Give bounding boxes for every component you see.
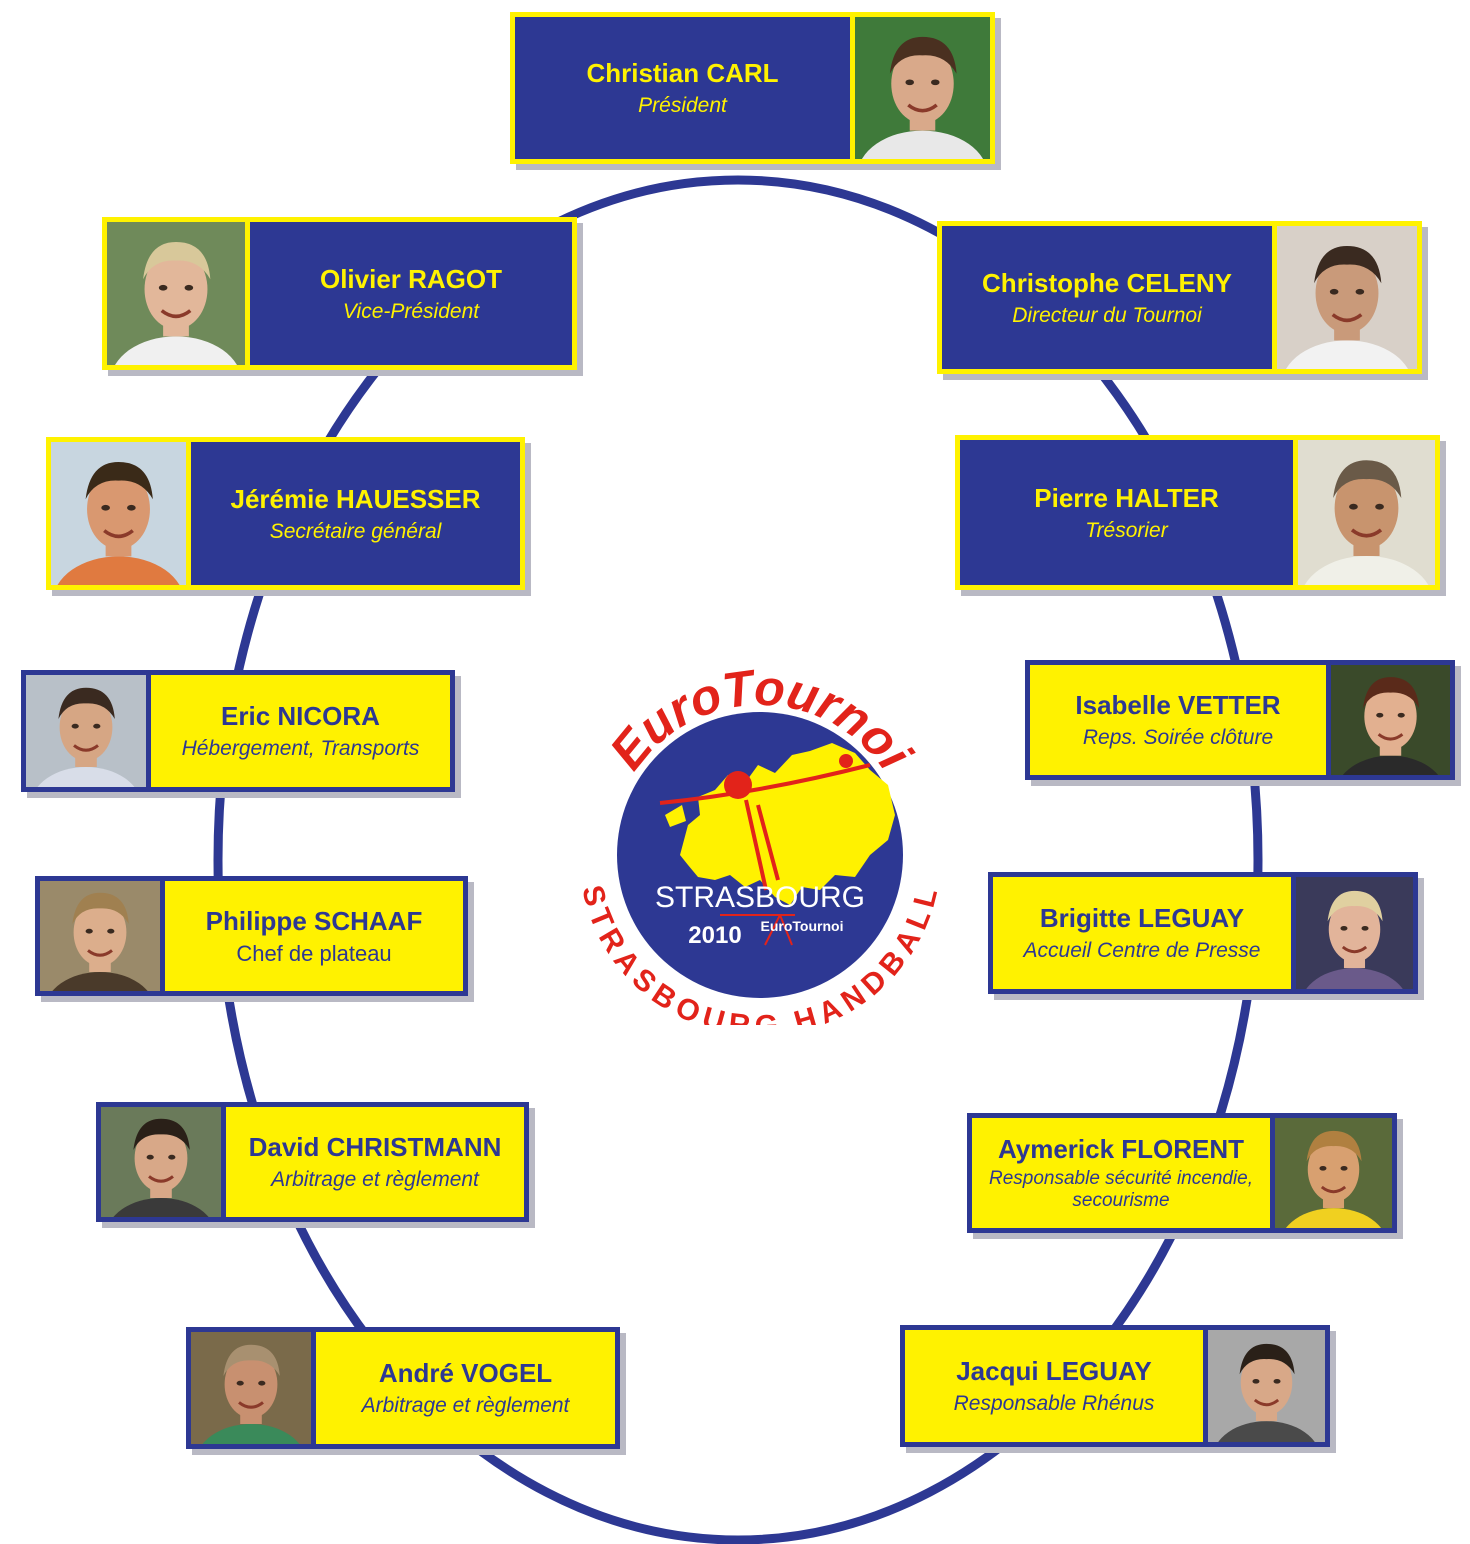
small-ball-icon <box>839 754 853 768</box>
member-card-eric-nicora: Eric NICORA Hébergement, Transports <box>21 670 455 792</box>
member-photo <box>1270 1118 1392 1228</box>
member-card-andre-vogel: André VOGEL Arbitrage et règlement <box>186 1327 620 1449</box>
member-photo <box>1291 877 1413 989</box>
member-role: Responsable Rhénus <box>953 1392 1155 1415</box>
member-role: Vice-Président <box>342 299 480 323</box>
member-name: Pierre HALTER <box>1034 482 1219 513</box>
handball-icon <box>724 771 752 799</box>
member-role: Directeur du Tournoi <box>1012 303 1202 327</box>
member-photo <box>850 17 990 159</box>
member-photo <box>1203 1330 1325 1442</box>
member-role: Arbitrage et règlement <box>271 1168 479 1191</box>
member-card-olivier-ragot: Olivier RAGOT Vice-Président <box>102 217 577 370</box>
logo-city: STRASBOURG <box>655 881 865 914</box>
member-photo <box>40 881 165 991</box>
logo-year: 2010 <box>688 922 741 949</box>
member-name: Olivier RAGOT <box>319 263 503 294</box>
member-name: André VOGEL <box>378 1358 553 1388</box>
member-role: Accueil Centre de Presse <box>1023 939 1261 962</box>
member-role: Responsable sécurité incendie, secourism… <box>988 1168 1254 1211</box>
member-name: Brigitte LEGUAY <box>1039 903 1245 933</box>
member-role: Reps. Soirée clôture <box>1082 726 1274 749</box>
ball-trajectory <box>659 763 871 805</box>
member-photo <box>1272 226 1417 369</box>
member-card-brigitte-leguay: Brigitte LEGUAY Accueil Centre de Presse <box>988 872 1418 994</box>
member-name: Eric NICORA <box>221 701 380 731</box>
member-name: Jacqui LEGUAY <box>956 1356 1152 1386</box>
member-card-philippe-schaaf: Philippe SCHAAF Chef de plateau <box>35 876 468 996</box>
member-card-pierre-halter: Pierre HALTER Trésorier <box>955 435 1440 590</box>
member-photo <box>107 222 250 365</box>
member-photo <box>1293 440 1435 585</box>
member-card-isabelle-vetter: Isabelle VETTER Reps. Soirée clôture <box>1025 660 1455 780</box>
member-role: Chef de plateau <box>236 941 392 966</box>
member-role: Arbitrage et règlement <box>361 1394 570 1417</box>
member-name: Aymerick FLORENT <box>997 1134 1245 1164</box>
member-card-jacqui-leguay: Jacqui LEGUAY Responsable Rhénus <box>900 1325 1330 1447</box>
member-name: David CHRISTMANN <box>248 1132 502 1162</box>
member-role: Président <box>638 94 727 117</box>
member-card-jeremie-hauesser: Jérémie HAUESSER Secrétaire général <box>46 437 525 590</box>
member-photo <box>26 675 151 787</box>
member-card-aymerick-florent: Aymerick FLORENT Responsable sécurité in… <box>967 1113 1397 1233</box>
uk-shape <box>665 805 686 827</box>
member-name: Jérémie HAUESSER <box>230 483 481 514</box>
member-name: Christophe CELENY <box>982 267 1232 298</box>
member-name: Christian CARL <box>586 58 779 88</box>
member-photo <box>101 1107 226 1217</box>
member-name: Philippe SCHAAF <box>205 906 423 936</box>
member-role: Hébergement, Transports <box>181 737 420 760</box>
eurotournoi-logo: EuroTournoi STRASBOURG HANDBALL STRASBOU… <box>575 665 942 1025</box>
member-photo <box>51 442 191 585</box>
member-photo <box>1326 665 1450 775</box>
member-card-christian-carl: Christian CARL Président <box>510 12 995 164</box>
logo-brand: EuroTournoi <box>761 918 844 934</box>
logo-underline <box>720 914 795 946</box>
member-card-david-christmann: David CHRISTMANN Arbitrage et règlement <box>96 1102 529 1222</box>
player-figure-icon <box>744 799 780 891</box>
member-photo <box>191 1332 316 1444</box>
member-role: Secrétaire général <box>269 519 442 543</box>
member-role: Trésorier <box>1085 518 1168 542</box>
member-name: Isabelle VETTER <box>1075 690 1281 720</box>
member-card-christophe-celeny: Christophe CELENY Directeur du Tournoi <box>937 221 1422 374</box>
